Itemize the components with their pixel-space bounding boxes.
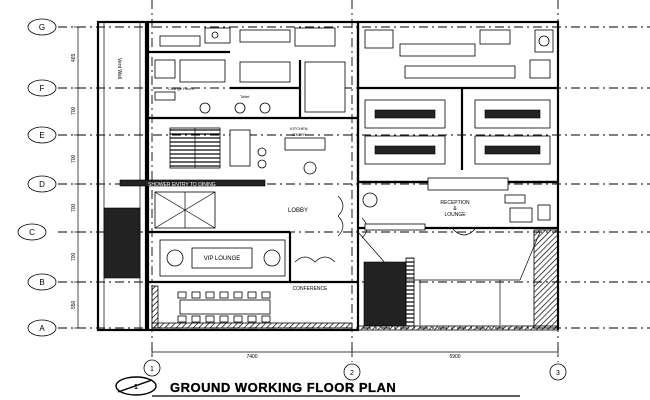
col-label-1: 1	[150, 366, 154, 373]
entry-forecourt	[357, 229, 559, 331]
reception-label-1: RECEPTION	[440, 200, 470, 206]
dim-2-3: 5900	[449, 354, 460, 360]
reception-label-3: LOUNGE	[444, 212, 466, 218]
vip-lounge-label: VIP LOUNGE	[204, 256, 241, 262]
dim-C-B: 700	[71, 252, 77, 261]
dim-F-E: 700	[71, 106, 77, 115]
lobby-label: LOBBY	[288, 208, 308, 214]
dim-B-A: 550	[71, 300, 77, 309]
row-label-A: A	[39, 324, 45, 333]
toilet-label: Toilet	[240, 94, 250, 99]
shower-entry-label: SHOWER ENTRY TO DINING	[148, 182, 216, 188]
stairs: KITCHEN /ENTRY	[169, 126, 326, 175]
lobby-area: SHOWER ENTRY TO DINING LOBBY	[119, 179, 344, 237]
drawing-title-block: 1 GROUND WORKING FLOOR PLAN	[115, 376, 520, 397]
right-middle-rooms	[364, 99, 551, 165]
side-label: Vent Wall	[116, 58, 122, 79]
dim-G-F: 465	[71, 53, 77, 62]
row-label-C: C	[29, 228, 35, 237]
conference-room: CONFERENCE	[151, 285, 353, 329]
dim-E-D: 700	[71, 154, 77, 163]
col-label-3: 3	[556, 370, 560, 377]
dark-block-right	[363, 261, 407, 327]
reception-lounge: RECEPTION & LOUNGE	[361, 177, 551, 239]
row-label-E: E	[39, 131, 44, 140]
left-service-strip: Vent Wall	[96, 20, 148, 332]
column-bubbles: 1 2 3	[143, 359, 567, 381]
kitchen-label-2: /ENTRY	[292, 132, 307, 137]
dim-D-C: 700	[71, 203, 77, 212]
right-kitchen	[364, 29, 554, 79]
dark-block-left	[103, 207, 141, 279]
drawing-title: GROUND WORKING FLOOR PLAN	[170, 380, 396, 395]
row-dimension-chain: 465 700 700 700 700 550	[71, 26, 82, 329]
kitchen-label-1: KITCHEN	[290, 126, 308, 131]
change-room-label: Change Room	[168, 86, 194, 91]
reception-label-2: &	[453, 206, 457, 212]
top-left-furniture: Change Room Toilet	[154, 27, 346, 114]
conference-label: CONFERENCE	[292, 286, 328, 292]
row-label-G: G	[39, 23, 45, 32]
vip-lounge: VIP LOUNGE	[159, 239, 336, 277]
col-dimension-chain: 7400 5900	[151, 348, 559, 360]
row-bubbles: G F E D C B A	[17, 18, 57, 337]
row-label-F: F	[40, 84, 45, 93]
title-marker-number: 1	[134, 384, 138, 391]
row-label-D: D	[39, 180, 45, 189]
dim-1-2: 7400	[246, 354, 257, 360]
row-label-B: B	[39, 278, 44, 287]
col-label-2: 2	[350, 370, 354, 377]
